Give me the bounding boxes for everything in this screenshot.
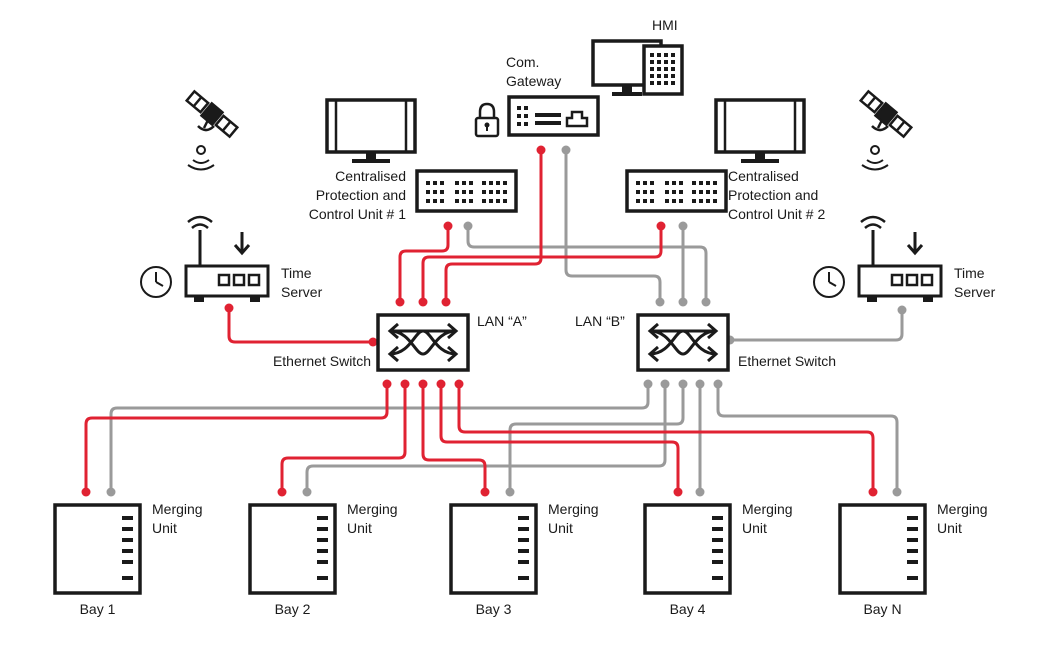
cpcu-2-label: Centralised Protection and Control Unit … (728, 167, 825, 224)
wifi-icon (187, 215, 213, 229)
merging-unit-label-line1: Merging (548, 501, 599, 517)
ethernet-switch-icon (376, 313, 470, 372)
monitor-icon (714, 98, 806, 163)
time-server-right (813, 215, 943, 302)
gateway-label-line2: Gateway (506, 73, 562, 89)
wifi-icon (860, 215, 886, 229)
router-icon (184, 230, 270, 302)
merging-unit-icon (838, 503, 927, 595)
merging-unit-label-line2: Unit (937, 520, 962, 536)
cpcu-2-device (625, 169, 728, 213)
download-arrow-icon (233, 232, 251, 256)
bay-n-label: Bay N (863, 601, 902, 617)
merging-unit-icon (449, 503, 538, 595)
signal-icon (861, 145, 889, 171)
gateway-label: Com. Gateway (506, 53, 561, 91)
satellite-icon (184, 89, 240, 139)
port-dots-lan-a (81, 145, 878, 497)
cpcu-2-label-line3: Control Unit # 2 (728, 206, 826, 222)
merging-unit-label-line2: Unit (548, 520, 573, 536)
bay-3-label: Bay 3 (475, 601, 512, 617)
download-arrow-icon (906, 232, 924, 256)
merging-unit-label-line2: Unit (347, 520, 372, 536)
cpcu-1-label: Centralised Protection and Control Unit … (268, 167, 406, 224)
merging-unit-label-line1: Merging (937, 501, 988, 517)
monitor-icon (325, 98, 417, 163)
merging-unit-label-line2: Unit (152, 520, 177, 536)
time-server-right-line1: Time (954, 265, 985, 281)
time-server-right-label: Time Server (954, 264, 995, 302)
time-server-left-line1: Time (281, 265, 312, 281)
switch-b-label: Ethernet Switch (738, 353, 837, 369)
signal-icon (187, 145, 215, 171)
clock-icon (140, 266, 172, 298)
merging-unit-label-line1: Merging (152, 501, 203, 517)
bay-4-label: Bay 4 (669, 601, 706, 617)
time-server-left-label: Time Server (281, 264, 322, 302)
port-dots-lan-b (106, 145, 907, 497)
clock-icon (813, 266, 845, 298)
gateway-label-line1: Com. (506, 54, 540, 70)
lock-icon (474, 102, 500, 138)
merging-unit-4-label: Merging Unit (742, 500, 793, 538)
merging-unit-label-line1: Merging (742, 501, 793, 517)
merging-unit-label-line1: Merging (347, 501, 398, 517)
lan-a-connections (84, 150, 875, 492)
merging-unit-label-line2: Unit (742, 520, 767, 536)
cpcu-2-label-line2: Protection and (728, 187, 819, 203)
cpcu-1-device (415, 169, 518, 213)
merging-unit-3-label: Merging Unit (548, 500, 599, 538)
router-icon (857, 230, 943, 302)
time-server-left-line2: Server (281, 284, 323, 300)
hmi-monitor-icon (591, 39, 684, 96)
cpcu-1-label-line3: Control Unit # 1 (308, 206, 406, 222)
bay-2-label: Bay 2 (274, 601, 311, 617)
cpcu-1-label-line2: Protection and (315, 187, 406, 203)
switch-a-label: Ethernet Switch (272, 353, 371, 369)
lan-b-label: LAN “B” (575, 313, 625, 329)
ethernet-switch-icon (636, 313, 730, 372)
gateway-icon (507, 95, 600, 137)
merging-unit-icon (248, 503, 337, 595)
cpcu-1-label-line1: Centralised (335, 168, 406, 184)
cpcu-2-label-line1: Centralised (728, 168, 799, 184)
bay-1-label: Bay 1 (79, 601, 116, 617)
satellite-icon (858, 89, 914, 139)
merging-unit-icon (643, 503, 732, 595)
time-server-right-line2: Server (954, 284, 996, 300)
time-server-left (140, 215, 270, 302)
merging-unit-icon (53, 503, 142, 595)
lan-a-label: LAN “A” (477, 313, 527, 329)
hmi-label: HMI (652, 17, 678, 33)
merging-unit-1-label: Merging Unit (152, 500, 203, 538)
merging-unit-2-label: Merging Unit (347, 500, 398, 538)
merging-unit-n-label: Merging Unit (937, 500, 988, 538)
